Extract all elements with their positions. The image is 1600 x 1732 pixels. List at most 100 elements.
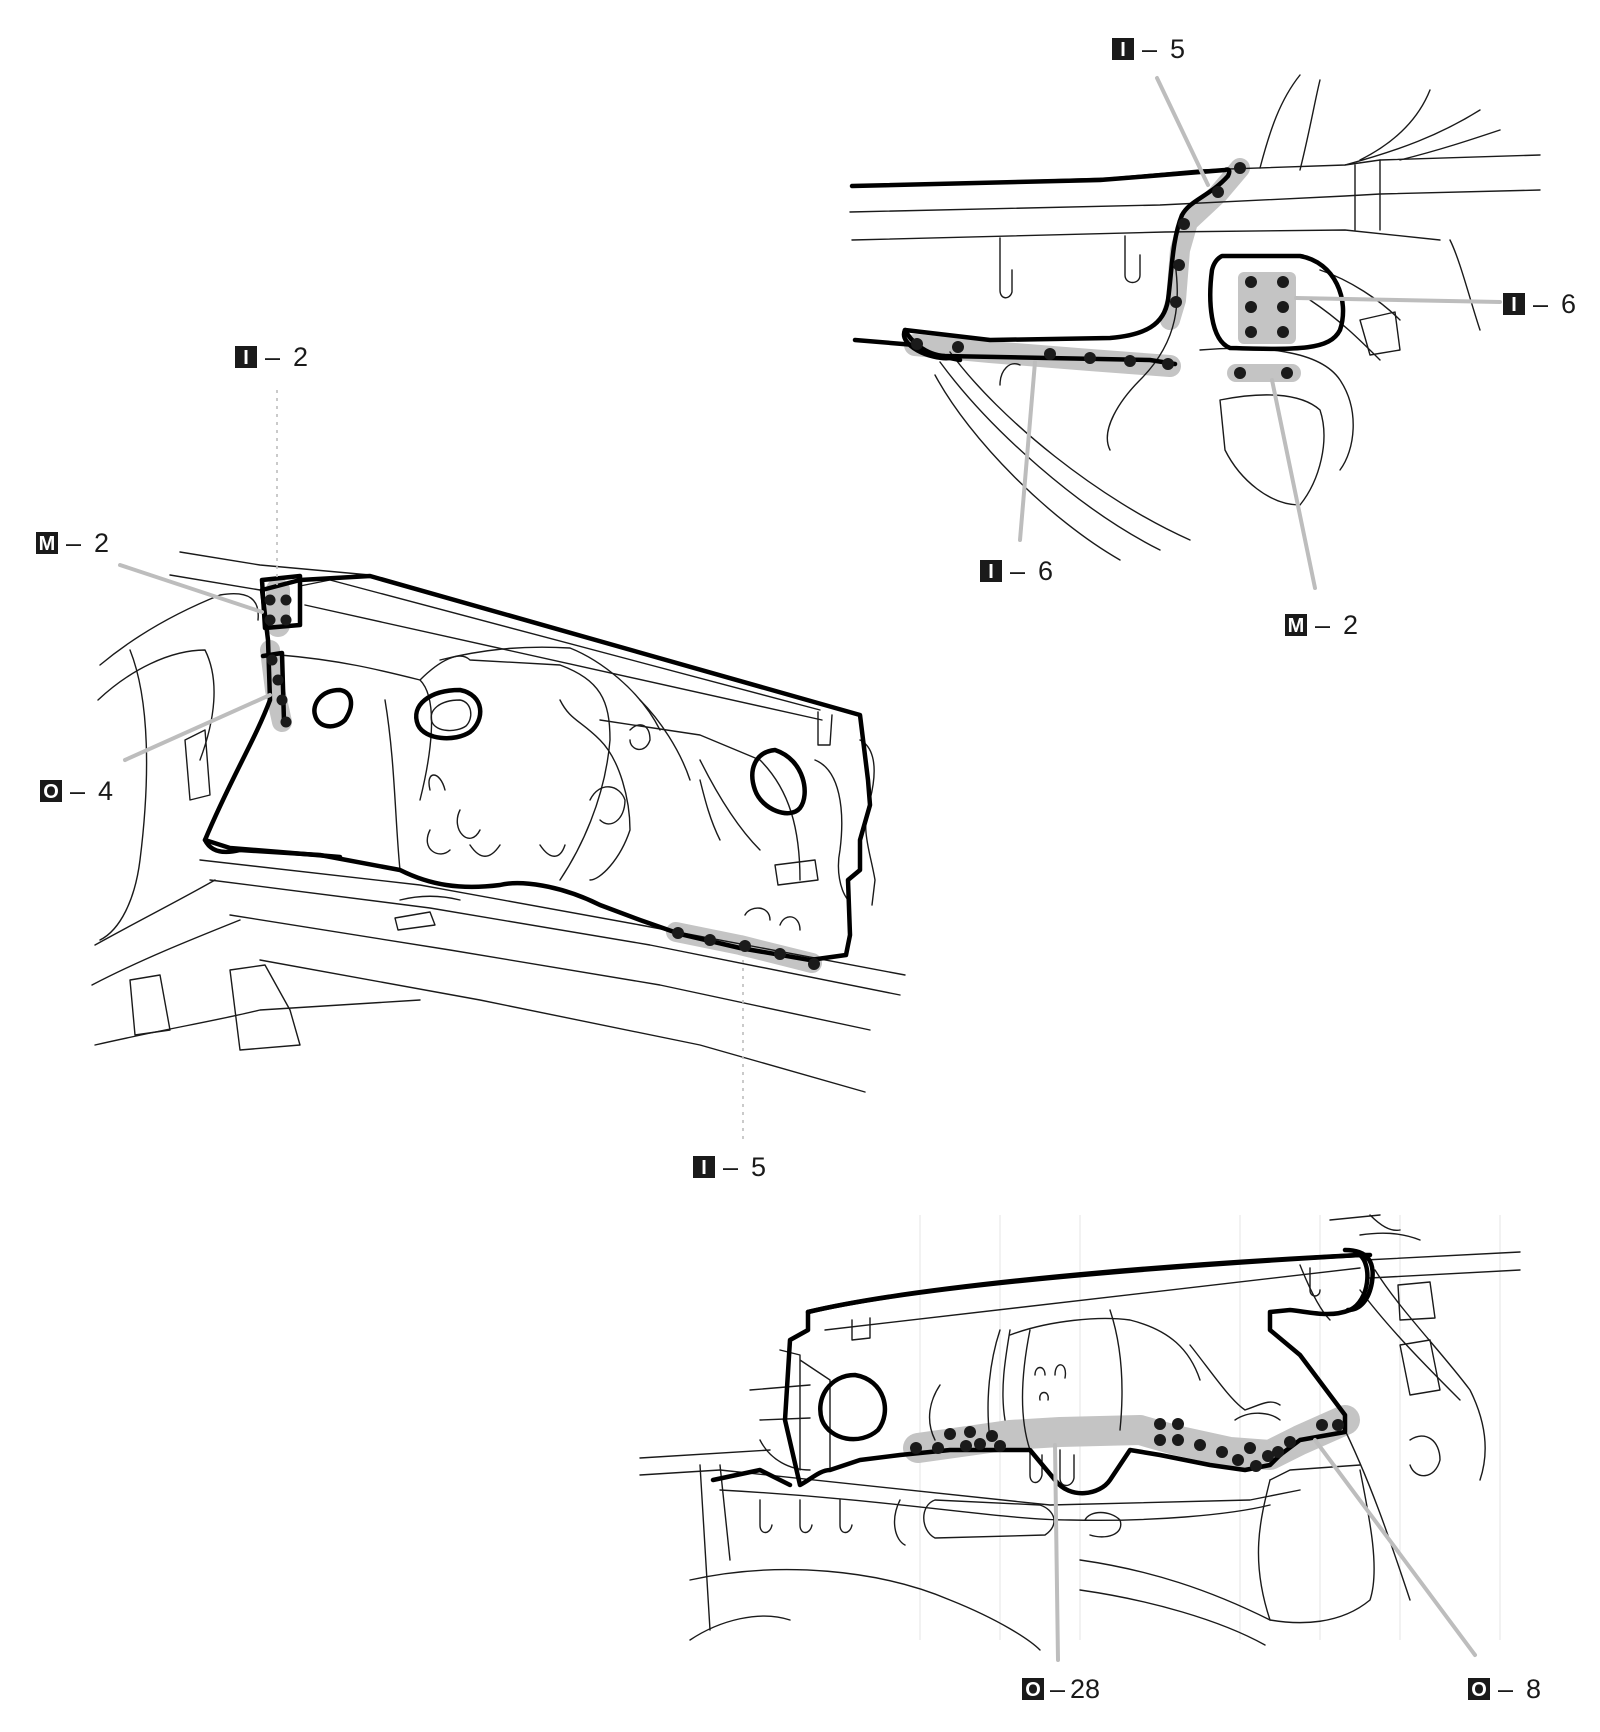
weld-code: O	[1471, 1679, 1487, 1701]
panel-detail	[1189, 1344, 1281, 1411]
panel-outline	[849, 189, 1541, 213]
weld-code: I	[1511, 294, 1517, 316]
panel-outline	[999, 363, 1021, 386]
panel-outline	[1344, 89, 1501, 166]
spot-weld	[1124, 355, 1136, 367]
body-outline	[699, 1464, 731, 1631]
spot-weld	[910, 1442, 922, 1454]
weld-code-box	[693, 1156, 715, 1178]
callout-mid-m2: M – 2	[36, 528, 109, 558]
replacement-panel-outline	[805, 1252, 1373, 1315]
weld-count: 6	[1561, 289, 1576, 319]
replacement-panel-outline	[202, 573, 873, 963]
callout-top-i5: I – 5	[1112, 34, 1185, 64]
panel-detail	[759, 1439, 811, 1471]
spot-weld	[1172, 1434, 1184, 1446]
spot-weld	[280, 614, 292, 626]
callout-dash: –	[265, 342, 280, 372]
callout-top-i6-bottom: I – 6	[980, 556, 1053, 586]
body-outline	[1374, 1269, 1486, 1481]
callout-dash: –	[1010, 556, 1025, 586]
panel-detail	[987, 1329, 1011, 1441]
spot-weld	[264, 614, 276, 626]
body-outline	[1409, 1435, 1441, 1477]
body-outline	[97, 649, 215, 761]
leader-line	[1053, 1443, 1060, 1662]
spot-weld	[932, 1442, 944, 1454]
weld-code-box	[1503, 293, 1525, 315]
callout-mid-o4: O – 4	[40, 776, 113, 806]
panel-detail	[559, 699, 631, 881]
body-outline	[209, 879, 901, 996]
spot-weld	[808, 958, 820, 970]
callout-mid-i5: I – 5	[693, 1152, 766, 1182]
weld-count: 6	[1038, 556, 1053, 586]
replacement-panel-outline	[1342, 1247, 1375, 1313]
spot-weld	[1194, 1439, 1206, 1451]
weld-count: 5	[1170, 34, 1185, 64]
front-floor-view	[91, 390, 906, 1140]
spot-weld	[1232, 1454, 1244, 1466]
callout-dash: –	[1050, 1674, 1065, 1704]
spot-weld	[704, 934, 716, 946]
callout-dash: –	[1498, 1674, 1513, 1704]
upper-rear-view	[849, 74, 1541, 590]
body-outline	[689, 1615, 791, 1641]
leader-line	[123, 693, 272, 762]
leader-line	[1270, 378, 1317, 590]
callout-dash: –	[66, 528, 81, 558]
spot-weld	[1277, 301, 1289, 313]
body-outline	[1269, 1464, 1361, 1481]
panel-detail	[1009, 1317, 1201, 1381]
panel-detail	[749, 1384, 811, 1421]
weld-code: M	[39, 533, 56, 555]
spot-weld	[1316, 1419, 1328, 1431]
body-outline	[1369, 1214, 1401, 1232]
spot-weld-group	[911, 162, 1293, 379]
replacement-panel-outline	[818, 1372, 888, 1442]
spot-weld	[1281, 367, 1293, 379]
replacement-panel-outline	[849, 167, 1232, 363]
spot-weld-group	[264, 594, 820, 970]
panel-outline	[1106, 261, 1178, 451]
leader-line	[118, 563, 264, 614]
replacement-panel-outline	[202, 837, 343, 860]
weld-code: O	[43, 781, 59, 803]
callout-dash: –	[1142, 34, 1157, 64]
spot-weld	[280, 716, 292, 728]
panel-outline	[999, 237, 1013, 299]
spot-weld	[1332, 1419, 1344, 1431]
spot-weld	[1173, 259, 1185, 271]
leader-line-group	[118, 390, 744, 1140]
body-outline	[1359, 1289, 1461, 1401]
panel-detail	[1234, 1412, 1281, 1421]
body-outline	[1339, 1419, 1411, 1601]
panel-detail	[744, 907, 801, 931]
spot-weld	[1245, 326, 1257, 338]
weld-count: 2	[94, 528, 109, 558]
rear-inner-view	[639, 1214, 1521, 1662]
callout-mid-i2: I – 2	[235, 342, 308, 372]
weld-code: I	[988, 561, 994, 583]
weld-count: 2	[1343, 610, 1358, 640]
body-outline	[394, 911, 436, 931]
panel-detail	[1299, 1264, 1331, 1321]
callout-dash: –	[70, 776, 85, 806]
spot-weld	[1084, 352, 1096, 364]
replacement-panel-outline	[750, 747, 807, 816]
spot-weld	[1172, 1418, 1184, 1430]
body-outline	[1399, 1339, 1441, 1396]
weld-code-box	[40, 780, 62, 802]
weld-code-box	[1112, 38, 1134, 60]
panel-outline	[1259, 74, 1321, 171]
weld-code-box	[235, 346, 257, 368]
body-outline	[99, 649, 148, 941]
panel-outline	[1309, 269, 1401, 361]
body-outline	[1397, 1281, 1436, 1321]
panel-detail	[1034, 1364, 1067, 1401]
body-outline	[719, 1489, 1271, 1522]
weld-count: 5	[751, 1152, 766, 1182]
spot-weld	[1250, 1460, 1262, 1472]
